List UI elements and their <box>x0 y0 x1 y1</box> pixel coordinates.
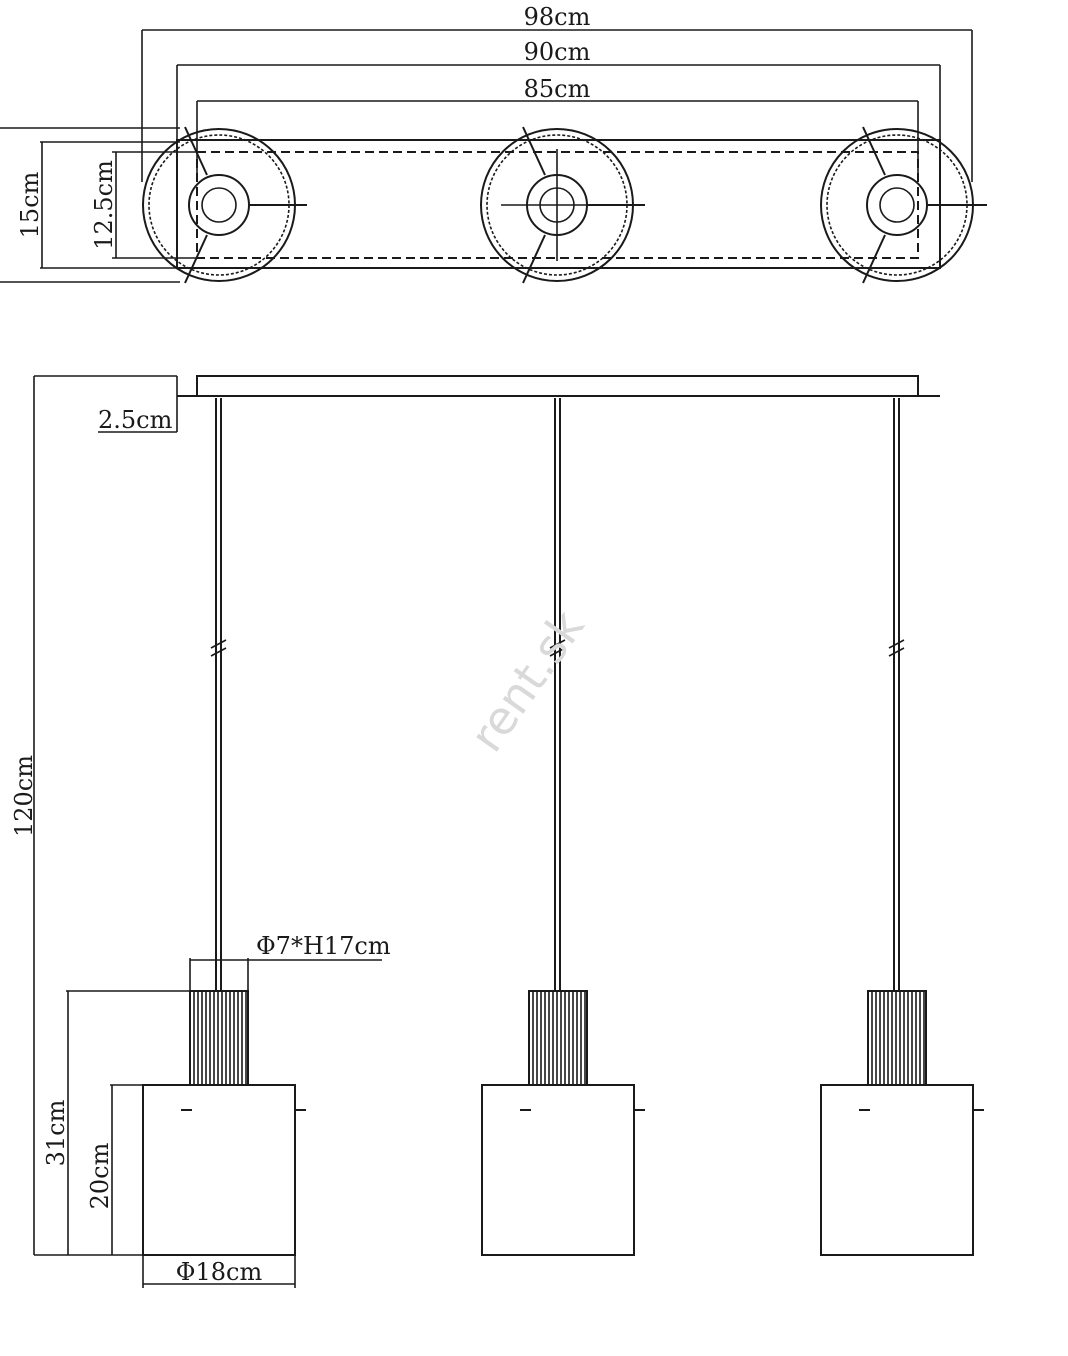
lamp-holder-2 <box>528 990 588 1086</box>
label-shade-diameter: Φ18cm <box>176 1258 263 1286</box>
label-holder-size: Φ7*H17cm <box>256 932 391 960</box>
label-lamp-height: 31cm <box>42 1099 70 1166</box>
dimension-depth-outer: 15cm <box>0 127 180 283</box>
label-width-inner: 85cm <box>524 75 591 103</box>
lamp-shade-3 <box>820 1084 974 1256</box>
lamp-top-3 <box>820 126 987 284</box>
lamp-holder-3 <box>867 990 927 1086</box>
label-width-outer: 98cm <box>524 3 591 31</box>
lamp-holder-1 <box>189 990 249 1086</box>
dimension-width-outer: 98cm <box>141 3 973 182</box>
lamp-shade-2 <box>481 1084 635 1256</box>
dimension-shade-height: 20cm <box>86 1084 143 1255</box>
lamp-top-1 <box>142 126 307 284</box>
dimension-width-mid: 90cm <box>176 38 941 182</box>
dimension-canopy-height: 2.5cm <box>98 406 177 434</box>
pendant-3 <box>820 398 984 1256</box>
lamp-shade-1 <box>142 1084 296 1256</box>
dimension-lamp-height: 31cm <box>42 990 190 1255</box>
label-depth-inner: 12.5cm <box>90 160 118 250</box>
pendant-1 <box>142 398 306 1256</box>
dimension-width-inner: 85cm <box>196 75 919 182</box>
dimension-shade-diameter: Φ18cm <box>142 1255 296 1288</box>
label-width-mid: 90cm <box>524 38 591 66</box>
side-view: 2.5cm 120cm <box>10 375 984 1288</box>
canopy-side <box>196 375 919 397</box>
label-depth-outer: 15cm <box>16 171 44 238</box>
dimension-depth-inner: 12.5cm <box>90 151 200 259</box>
label-shade-height: 20cm <box>86 1142 114 1209</box>
dimension-total-height: 120cm <box>10 375 177 1256</box>
label-total-height: 120cm <box>10 755 38 837</box>
pendant-2 <box>481 398 645 1256</box>
top-view: 98cm 90cm 85cm 15cm <box>0 3 987 284</box>
dimension-holder: Φ7*H17cm <box>189 932 391 991</box>
canopy-inner-outline-top <box>196 151 919 259</box>
watermark: rent.sk <box>459 600 594 761</box>
label-canopy-height: 2.5cm <box>98 406 173 434</box>
lamp-top-2 <box>480 126 645 284</box>
